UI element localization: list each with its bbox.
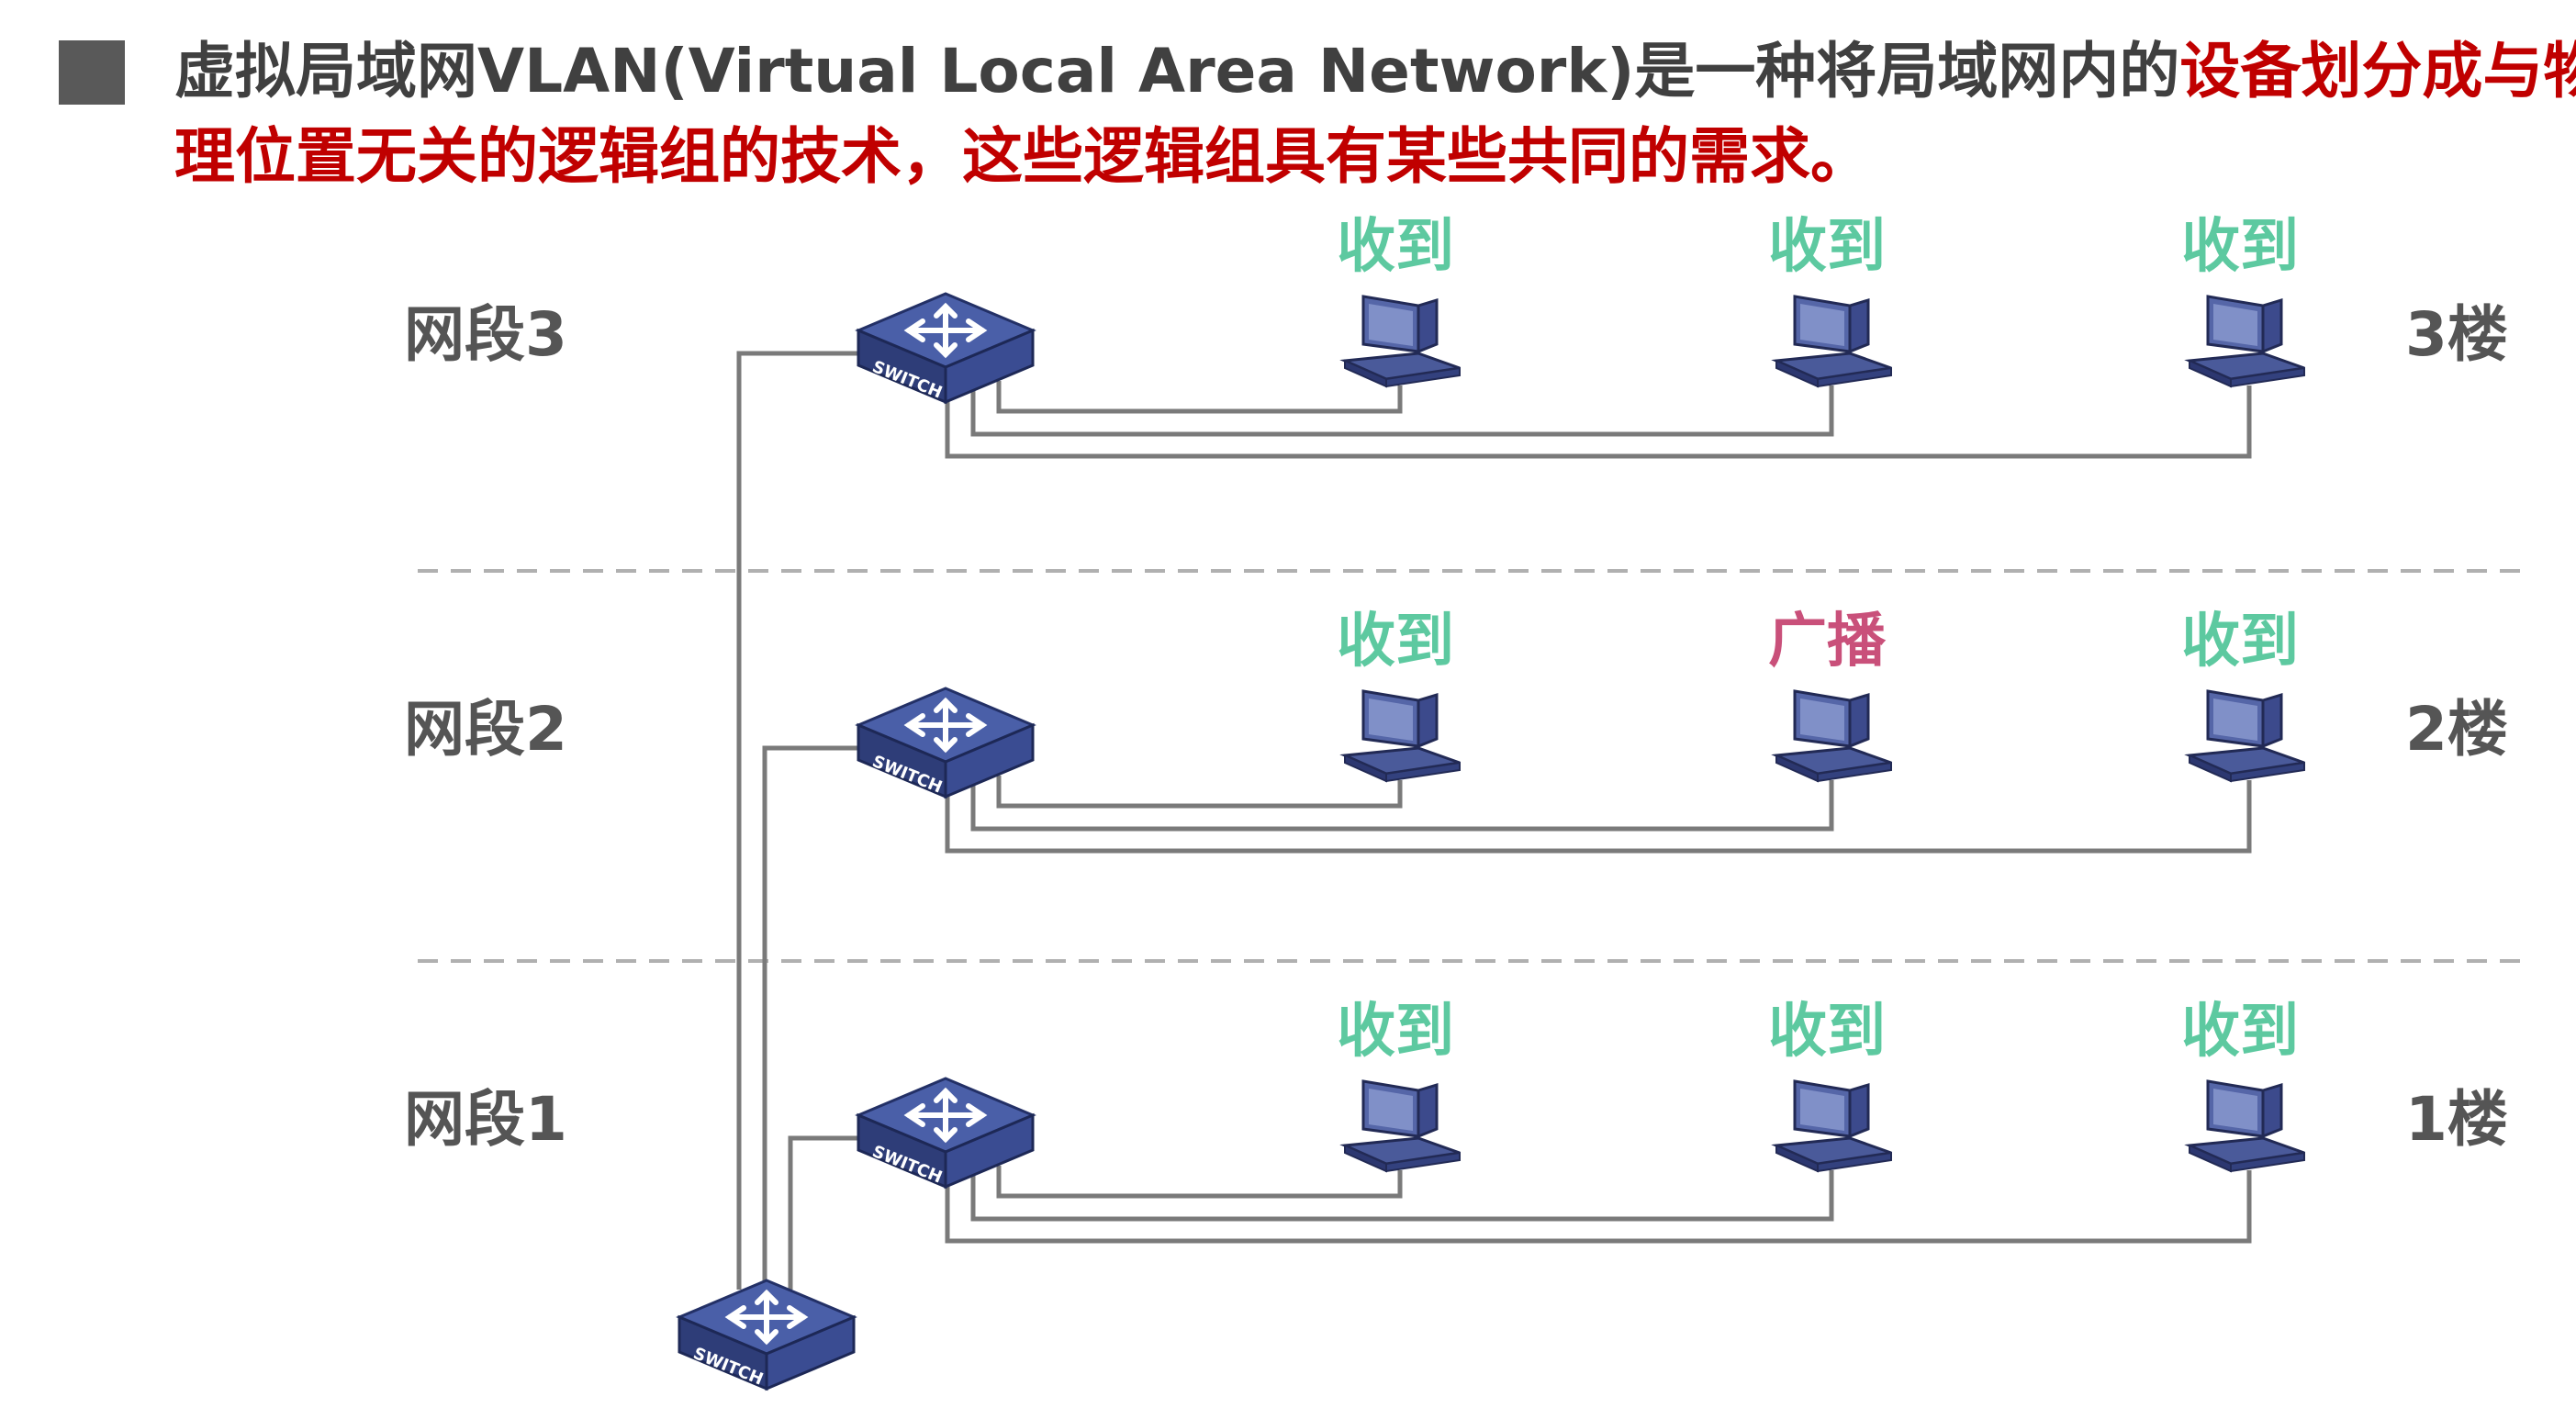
host: 收到 <box>2180 212 2305 388</box>
access-links <box>945 381 2252 459</box>
host-status-label: 收到 <box>1337 608 1454 676</box>
access-links <box>945 776 2252 854</box>
desktop-computer-icon <box>2184 689 2305 783</box>
host: 收到 <box>1767 997 1892 1173</box>
host: 收到 <box>2180 607 2305 783</box>
segment-row: 网段1 1楼 SWITCH 收到 收到 收到 <box>404 997 2508 1244</box>
host-status-label: 收到 <box>2181 608 2299 676</box>
host: 广播 <box>1767 607 1892 783</box>
access-links <box>945 1166 2252 1244</box>
segment-row: 网段2 2楼 SWITCH 收到 广播 收到 <box>404 607 2508 854</box>
trunk-links <box>736 351 858 1290</box>
core-switch: SWITCH <box>676 1279 857 1391</box>
desktop-computer-icon <box>1339 295 1461 388</box>
segment-label: 网段3 <box>404 299 567 370</box>
floor-label: 2楼 <box>2405 694 2508 765</box>
floor-label: 1楼 <box>2405 1084 2508 1155</box>
bullet-square <box>59 40 125 105</box>
desktop-computer-icon <box>1339 689 1461 783</box>
host-status-label: 广播 <box>1768 608 1887 676</box>
desktop-computer-icon <box>1771 1079 1892 1173</box>
desktop-computer-icon <box>2184 295 2305 388</box>
network-switch-icon: SWITCH <box>855 292 1036 405</box>
host: 收到 <box>1767 212 1892 388</box>
network-switch-icon: SWITCH <box>855 687 1036 799</box>
host: 收到 <box>1336 997 1461 1173</box>
host-status-label: 收到 <box>2181 213 2299 281</box>
desktop-computer-icon <box>1339 1079 1461 1173</box>
host: 收到 <box>1336 212 1461 388</box>
host-status-label: 收到 <box>1337 998 1454 1066</box>
segment-row: 网段3 3楼 SWITCH 收到 收到 收到 <box>404 212 2508 459</box>
network-switch-icon: SWITCH <box>855 1077 1036 1190</box>
header-line2: 理位置无关的逻辑组的技术，这些逻辑组具有某些共同的需求。 <box>174 121 1871 192</box>
segment-label: 网段2 <box>404 694 567 765</box>
host-status-label: 收到 <box>1337 213 1454 281</box>
host-status-label: 收到 <box>2181 998 2299 1066</box>
floor-label: 3楼 <box>2405 299 2508 370</box>
header-line1: 虚拟局域网VLAN(Virtual Local Area Network)是一种… <box>174 36 2576 106</box>
host: 收到 <box>1336 607 1461 783</box>
host: 收到 <box>2180 997 2305 1173</box>
host-status-label: 收到 <box>1768 998 1886 1066</box>
desktop-computer-icon <box>2184 1079 2305 1173</box>
desktop-computer-icon <box>1771 689 1892 783</box>
segment-label: 网段1 <box>404 1084 567 1155</box>
core-switch-icon: SWITCH <box>676 1279 857 1391</box>
header-line1-dark: 虚拟局域网VLAN(Virtual Local Area Network)是一种… <box>174 36 2179 106</box>
header-line1-red: 设备划分成与物 <box>2179 36 2576 106</box>
desktop-computer-icon <box>1771 295 1892 388</box>
host-status-label: 收到 <box>1768 213 1886 281</box>
